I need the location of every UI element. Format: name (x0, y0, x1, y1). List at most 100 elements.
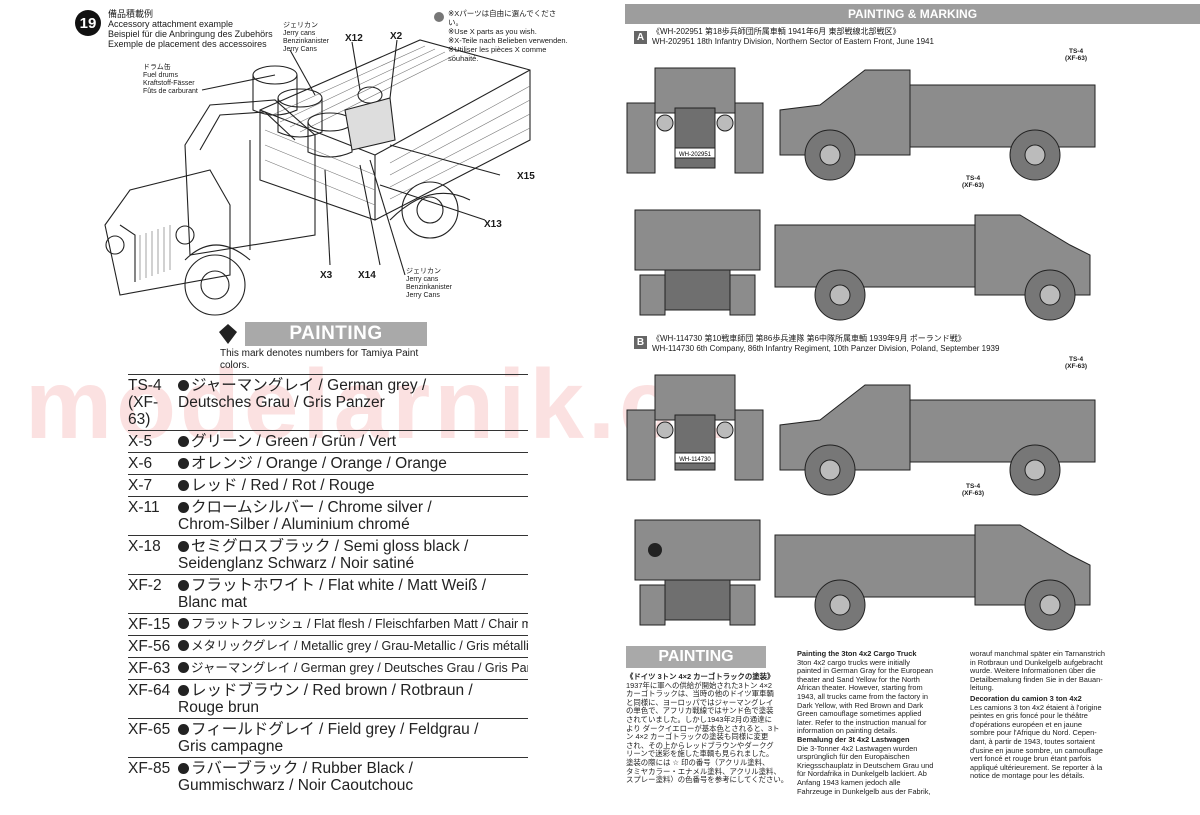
fr-body-line: dant, à partir de 1943, toutes sortaient (970, 736, 1095, 746)
en-body-line: 1943, all trucks came from the factory i… (797, 691, 929, 701)
jerry-cans-callout-bottom: ジェリカン Jerry cans Benzinkanister Jerry Ca… (406, 268, 452, 300)
fuel-drums-fr: Fûts de carburant (143, 88, 198, 95)
version-b-jp: 《WH-114730 第10戦車師団 第86歩兵連隊 第6中隊所属車輌 1939… (652, 334, 966, 343)
version-b-tag: B (634, 336, 647, 349)
jerry-cans-en-2: Jerry cans (406, 276, 439, 283)
jerry-cans-jp-2: ジェリカン (406, 268, 441, 275)
version-b-en: WH-114730 6th Company, 86th Infantry Reg… (652, 344, 1000, 353)
en-body-line: Green camouflage sometimes applied (797, 709, 922, 719)
version-a-jp: 《WH-202951 第18歩兵師団所属車輌 1941年6月 東部戦線北部戦区》 (652, 27, 901, 36)
ts4-label: TS-4 (965, 483, 981, 490)
fr-body-line: appliqué ultérieurement. Se reporter à l… (970, 762, 1103, 772)
jp-body-line: 1937年に軍への供給が開始された3トン 4×2 (626, 680, 773, 690)
fr-body-line: d'opérations européen et en jaune (970, 719, 1082, 729)
version-b-caption: 《WH-114730 第10戦車師団 第86歩兵連隊 第6中隊所属車輌 1939… (652, 334, 999, 354)
jp-body-line: と同様に、ヨーロッパではジャーマングレイ (626, 697, 774, 707)
de-body-line: für Nordafrika in Dunkelgelb lackiert. A… (797, 769, 927, 779)
version-b-front-view: WH-114730 (626, 374, 764, 481)
x-parts-note: ※Xパーツは自由に選んでください。 ※Use X parts as you wi… (448, 9, 568, 63)
color-description: フラットホワイト / Flat white / Matt Weiß /Blanc… (178, 577, 528, 611)
color-description: フラットフレッシュ / Flat flesh / Fleischfarben M… (178, 616, 528, 633)
color-row: XF-15 フラットフレッシュ / Flat flesh / Fleischfar… (128, 613, 528, 635)
color-code: XF-85 (128, 760, 171, 777)
color-line-2: Blanc mat (178, 594, 247, 611)
version-a-side-view-left (779, 69, 1096, 181)
color-line-1: ジャーマングレイ / German grey / (191, 377, 427, 394)
ts4-label: TS-4 (1068, 356, 1084, 363)
paint-mark-icon (178, 480, 189, 491)
jerry-cans-de: Benzinkanister (283, 38, 329, 45)
part-x12-label: X12 (345, 33, 363, 44)
paint-mark-note: This mark denotes numbers for Tamiya Pai… (220, 348, 419, 371)
fr-body-line: Les camions 3 ton 4x2 étaient à l'origin… (970, 702, 1102, 712)
note-jp: ※Xパーツは自由に選んでください。 (448, 9, 557, 27)
part-x13-label: X13 (484, 219, 502, 230)
note-en: ※Use X parts as you wish. (448, 27, 537, 36)
fuel-drums-de: Kraftstoff-Fässer (143, 80, 195, 87)
paint-mark-icon (178, 618, 189, 629)
painting-en-de-column: Painting the 3ton 4x2 Cargo Truck 3ton 4… (797, 649, 957, 796)
de-body-line: leitung. (970, 683, 994, 693)
de-body-line: in Rotbraun und Dunkelgelb aufgebracht (970, 657, 1103, 667)
color-code: XF-2 (128, 577, 162, 594)
paint-mark-icon (178, 502, 189, 513)
color-description: レッド / Red / Rot / Rouge (178, 477, 528, 494)
step-title-de: Beispiel für die Anbringung des Zubehörs (108, 29, 273, 39)
painting-heading-left: PAINTING (245, 322, 427, 346)
jp-body-line: リーンで迷彩を施した車輌も見られました。 (626, 749, 774, 759)
version-a-en: WH-202951 18th Infantry Division, Northe… (652, 37, 934, 46)
color-code: TS-4(XF-63) (128, 377, 178, 428)
note-fr: ※Utiliser les pièces X comme souhaité. (448, 45, 547, 63)
de-body-line: ursprünglich für den Europäischen (797, 752, 910, 762)
color-code: XF-65 (128, 721, 171, 738)
de-body-line: Kriegsschauplatz in Deutschem Grau und (797, 760, 934, 770)
paint-mark-icon (178, 580, 189, 591)
painting-heading-right: PAINTING (626, 646, 766, 668)
de-body-line: Detailbemalung finden Sie in der Bauan- (970, 674, 1103, 684)
painting-jp-title: 《ドイツ 3トン 4×2 カーゴトラックの塗装》 (626, 672, 775, 681)
color-code: XF-15 (128, 616, 171, 633)
jp-body-line: 塗装の際には ☆ 印の番号（アクリル塗料、 (626, 757, 770, 767)
color-line-1: フラットフレッシュ / Flat flesh / Fleischfarben M… (191, 617, 528, 631)
xf63-label: (XF-63) (1065, 55, 1088, 62)
color-code: X-6 (128, 455, 153, 472)
ts4-tag-a-bottom: TS-4 (XF-63) (962, 175, 984, 189)
jp-body-line: カーゴトラックは、当時の他のドイツ軍車輌 (626, 689, 774, 699)
jerry-cans-fr: Jerry Cans (283, 46, 317, 53)
ts4-tag-b-top: TS-4 (XF-63) (1065, 356, 1087, 370)
paint-mark-icon (178, 724, 189, 735)
step-title-jp: 備品積載例 (108, 9, 154, 19)
color-line-2: Seidenglanz Schwarz / Noir satiné (178, 555, 415, 572)
color-code: X-11 (128, 499, 160, 516)
color-description: ジャーマングレイ / German grey / Deutsches Grau … (178, 660, 528, 677)
ts4-tag-a-top: TS-4 (XF-63) (1065, 48, 1087, 62)
jp-body-line: スプレー塗料）の色番号を参考にしてください。 (626, 775, 789, 785)
paint-mark-icon (178, 541, 189, 552)
color-description: グリーン / Green / Grün / Vert (178, 433, 528, 450)
color-line-1: ジャーマングレイ / German grey / Deutsches Grau … (191, 661, 528, 675)
plate-a-front: WH-202951 (679, 152, 712, 158)
jp-body-line: されていました。しかし1943年2月の通達に (626, 714, 772, 724)
color-description: クロームシルバー / Chrome silver /Chrom-Silber /… (178, 499, 528, 533)
version-a-caption: 《WH-202951 第18歩兵師団所属車輌 1941年6月 東部戦線北部戦区》… (652, 27, 934, 47)
painting-de-title: Bemalung der 3t 4x2 Lastwagen (797, 734, 910, 744)
fuel-drums-en: Fuel drums (143, 72, 179, 79)
color-code: XF-63 (128, 660, 171, 677)
painting-jp-column: 《ドイツ 3トン 4×2 カーゴトラックの塗装》 1937年に軍への供給が開始さ… (626, 672, 794, 785)
de-body-line: Fahrzeuge in Dunkelgelb aus der Fabrik, (797, 786, 931, 796)
fuel-drums-callout: ドラム缶 Fuel drums Kraftstoff-Fässer Fûts d… (143, 64, 198, 96)
color-list: TS-4(XF-63)ジャーマングレイ / German grey /Deuts… (128, 374, 528, 796)
en-body-line: painted in German Gray for the European (797, 666, 933, 676)
color-line-1: フィールドグレイ / Field grey / Feldgrau / (191, 721, 479, 738)
plate-b-front: WH-114730 (679, 457, 711, 463)
version-b-rear-view (634, 519, 761, 626)
version-a-tag: A (634, 31, 647, 44)
en-body-line: information on painting details. (797, 726, 898, 736)
en-body-line: later. Refer to the instruction manual f… (797, 717, 927, 727)
fr-body-line: notice de montage pour les détails. (970, 771, 1085, 781)
